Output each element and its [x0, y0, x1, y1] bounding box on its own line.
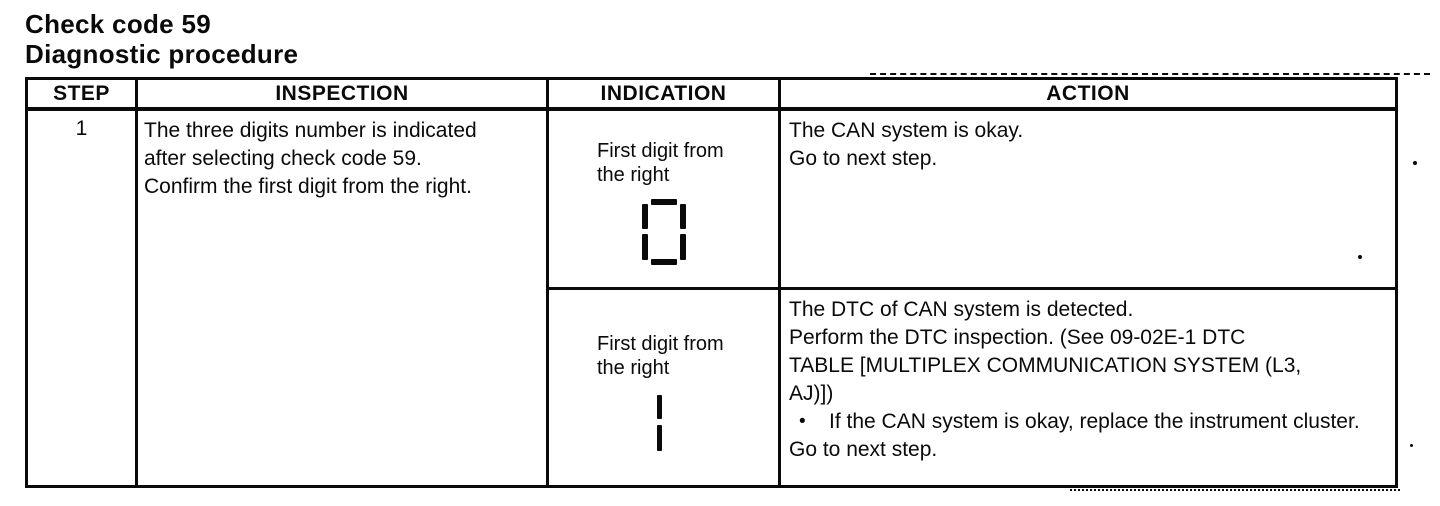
action-text-line: TABLE [MULTIPLEX COMMUNICATION SYSTEM (L…	[789, 354, 1302, 377]
inspection-cell: The three digits number is indicated aft…	[138, 111, 549, 485]
action-cell: The CAN system is okay. Go to next step.	[781, 111, 1395, 287]
scan-noise-dot	[1413, 161, 1417, 165]
action-text-line: Go to next step.	[789, 147, 938, 170]
column-header-action: ACTION	[1046, 82, 1130, 105]
action-cell: The DTC of CAN system is detected. Perfo…	[781, 290, 1395, 485]
sub-row-digit-0: First digit from the right	[549, 111, 1395, 290]
indication-label: First digit from the right	[597, 333, 724, 379]
action-bullet-text: If the CAN system is okay, replace the i…	[829, 410, 1360, 433]
action-text-line: The CAN system is okay.	[789, 119, 1024, 142]
scan-artifact-line	[870, 73, 1430, 75]
table-header-row: STEP INSPECTION INDICATION ACTION	[28, 80, 1395, 111]
action-text-line: Perform the DTC inspection. (See 09-02E-…	[789, 326, 1246, 349]
inspection-text-line: after selecting check code 59.	[144, 147, 422, 170]
seven-segment-digit-1-icon	[657, 395, 662, 451]
table-row: 1 The three digits number is indicated a…	[28, 111, 1395, 485]
diagnostic-procedure-table: STEP INSPECTION INDICATION ACTION 1 The …	[25, 77, 1398, 488]
bullet-icon: •	[799, 411, 806, 432]
action-text-line: AJ)])	[789, 382, 834, 405]
indication-label: First digit from the right	[597, 140, 724, 186]
indication-cell: First digit from the right	[549, 290, 781, 485]
column-header-inspection: INSPECTION	[138, 80, 549, 107]
page-title: Check code 59	[25, 9, 211, 39]
page-subtitle: Diagnostic procedure	[25, 39, 299, 69]
scan-artifact-line	[140, 108, 540, 109]
column-header-step: STEP	[28, 80, 138, 107]
seven-segment-digit-0-icon	[642, 199, 686, 265]
indication-action-group: First digit from the right	[549, 111, 1395, 485]
scan-artifact-line	[1070, 489, 1400, 491]
action-text-line: The DTC of CAN system is detected.	[789, 298, 1134, 321]
inspection-text-line: Confirm the first digit from the right.	[144, 175, 472, 198]
step-number: 1	[28, 111, 138, 485]
action-bullet-item: • If the CAN system is okay, replace the…	[799, 408, 1389, 436]
scan-noise-dot	[1358, 255, 1362, 259]
inspection-text-line: The three digits number is indicated	[144, 119, 477, 142]
sub-row-digit-1: First digit from the right The DTC of CA…	[549, 290, 1395, 485]
column-header-indication: INDICATION	[549, 80, 781, 107]
indication-cell: First digit from the right	[549, 111, 781, 287]
scan-noise-dot	[1410, 444, 1413, 447]
action-text-line: Go to next step.	[789, 438, 938, 461]
